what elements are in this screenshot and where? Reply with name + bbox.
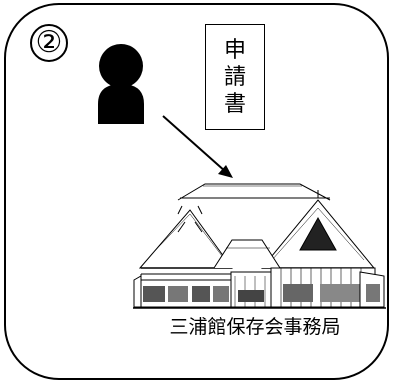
application-form-box: 申 請 書 — [205, 24, 265, 130]
left-roof — [138, 205, 233, 269]
application-form-char-2: 請 — [223, 64, 246, 90]
left-wall — [140, 273, 232, 308]
right-roof — [260, 190, 376, 269]
organization-label: 三浦館保存会事務局 — [169, 316, 341, 338]
center-wall — [230, 271, 272, 308]
traditional-house-icon — [133, 183, 386, 309]
person-icon — [98, 44, 144, 124]
step-number: ② — [30, 24, 68, 62]
center-roof — [177, 183, 331, 201]
arrow-icon — [162, 115, 233, 178]
right-annex — [359, 271, 385, 308]
application-form-char-3: 書 — [223, 91, 246, 117]
left-annex — [133, 275, 142, 308]
right-wall — [270, 267, 376, 308]
application-form-char-1: 申 — [223, 37, 246, 63]
